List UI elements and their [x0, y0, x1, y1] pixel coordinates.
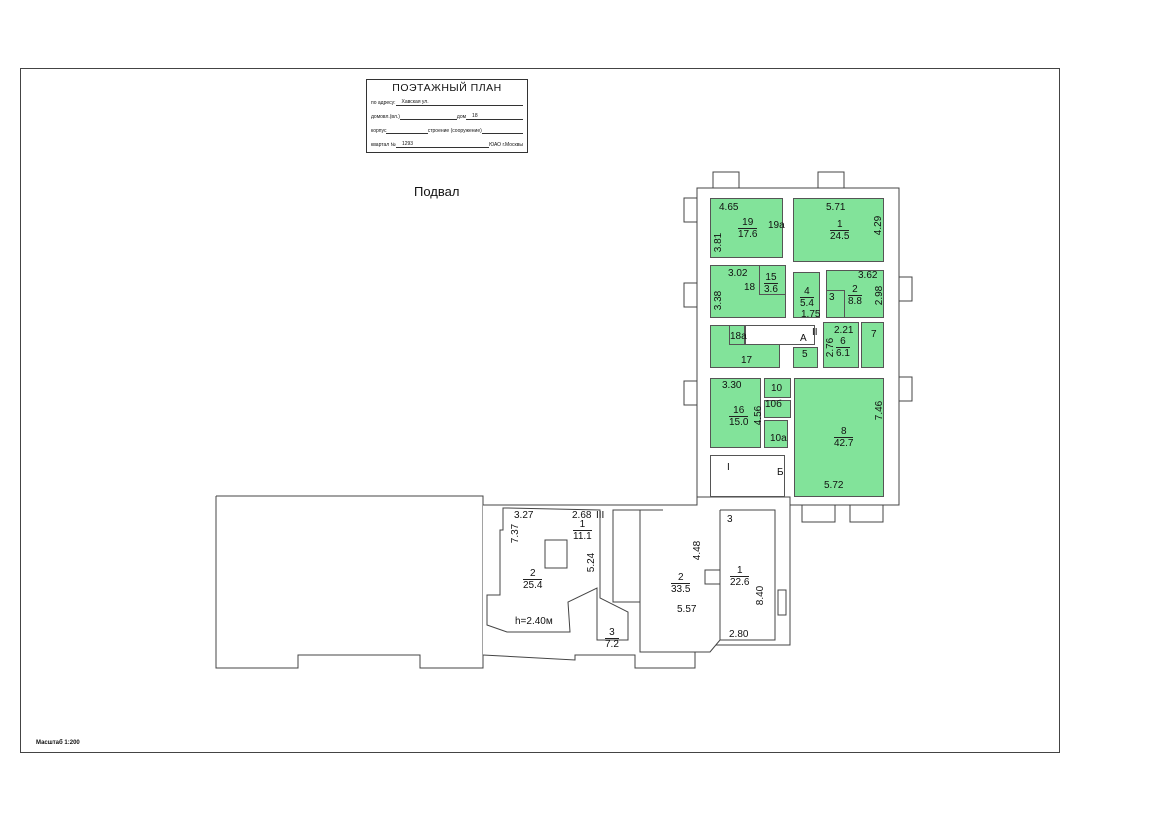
- dim: 7.46: [874, 400, 886, 421]
- annex-b-room-3-label: 3: [727, 514, 733, 525]
- dim: 5.71: [826, 202, 846, 213]
- dim: 4.48: [692, 540, 704, 561]
- stair-II: [745, 325, 815, 345]
- dim: 2.68: [572, 510, 592, 521]
- dim: 2.98: [874, 285, 886, 306]
- dim: 4.56: [753, 405, 765, 426]
- dim: 5.72: [824, 480, 844, 491]
- dim: 3.38: [713, 290, 725, 311]
- district: ЮАО г.Москвы: [489, 142, 523, 148]
- room-3: [826, 290, 845, 318]
- room-19a-label: 19а: [768, 220, 785, 231]
- room-18a-label: 18а: [730, 331, 747, 342]
- house-value: 18: [466, 113, 523, 120]
- korpus-label: корпус: [371, 128, 387, 134]
- dim: 5.24: [586, 552, 598, 573]
- label-B: Б: [777, 467, 784, 478]
- address-label: по адресу:: [371, 100, 396, 106]
- stair-I: [710, 455, 785, 497]
- room-10: [764, 378, 791, 398]
- title-heading: ПОЭТАЖНЫЙ ПЛАН: [392, 82, 502, 94]
- room-16: [710, 378, 761, 448]
- dim: 4.29: [873, 215, 885, 236]
- label-I: I: [727, 462, 730, 473]
- drawing-frame: [20, 68, 1060, 753]
- dim: 7.37: [510, 523, 522, 544]
- room-5-label: 5: [802, 349, 808, 360]
- dim: 2.76: [825, 337, 837, 358]
- room-10a: [764, 420, 788, 448]
- dim: 8.40: [755, 585, 767, 606]
- room-17-label: 17: [741, 355, 753, 366]
- dim: 3.30: [722, 380, 742, 391]
- quarter-label: квартал №: [371, 142, 396, 148]
- floor-label: Подвал: [414, 184, 460, 199]
- room-18-label: 18: [744, 282, 756, 293]
- room-10a-label: 10а: [770, 433, 787, 444]
- room-10b-label: 10б: [765, 399, 782, 410]
- ceiling-height: h=2.40м: [515, 616, 553, 627]
- room-7-label: 7: [871, 329, 877, 340]
- quarter-value: 1293: [395, 141, 443, 148]
- dim: 3.27: [514, 510, 534, 521]
- dim: 5.57: [677, 604, 697, 615]
- room-6: [823, 322, 859, 368]
- room-7: [861, 322, 884, 368]
- house-own-label: домовл.(вл.): [371, 114, 400, 120]
- room-18a: [729, 325, 745, 345]
- dim: 2.80: [729, 629, 749, 640]
- dim: 3.02: [728, 268, 748, 279]
- scale-label: Масштаб 1:200: [36, 740, 80, 746]
- label-II: II: [812, 327, 818, 338]
- dim: 1.75: [801, 309, 821, 320]
- dim: 2.21: [834, 325, 854, 336]
- title-block: ПОЭТАЖНЫЙ ПЛАН по адресу:Хавская ул. дом…: [366, 79, 528, 153]
- room-4: [793, 272, 820, 318]
- room-3-label: 3: [829, 292, 835, 303]
- room-10b: [764, 400, 791, 418]
- address-value: Хавская ул.: [395, 99, 523, 106]
- room-5: [793, 347, 818, 368]
- building-label: строение (сооружение): [427, 128, 482, 134]
- room-15: [759, 265, 786, 295]
- dim: 3.81: [713, 232, 725, 253]
- room-10-label: 10: [771, 383, 783, 394]
- dim: 3.62: [858, 270, 878, 281]
- dim: 4.65: [719, 202, 739, 213]
- label-III: III: [596, 510, 605, 521]
- label-A: А: [800, 333, 807, 344]
- house-label: дом: [456, 114, 467, 120]
